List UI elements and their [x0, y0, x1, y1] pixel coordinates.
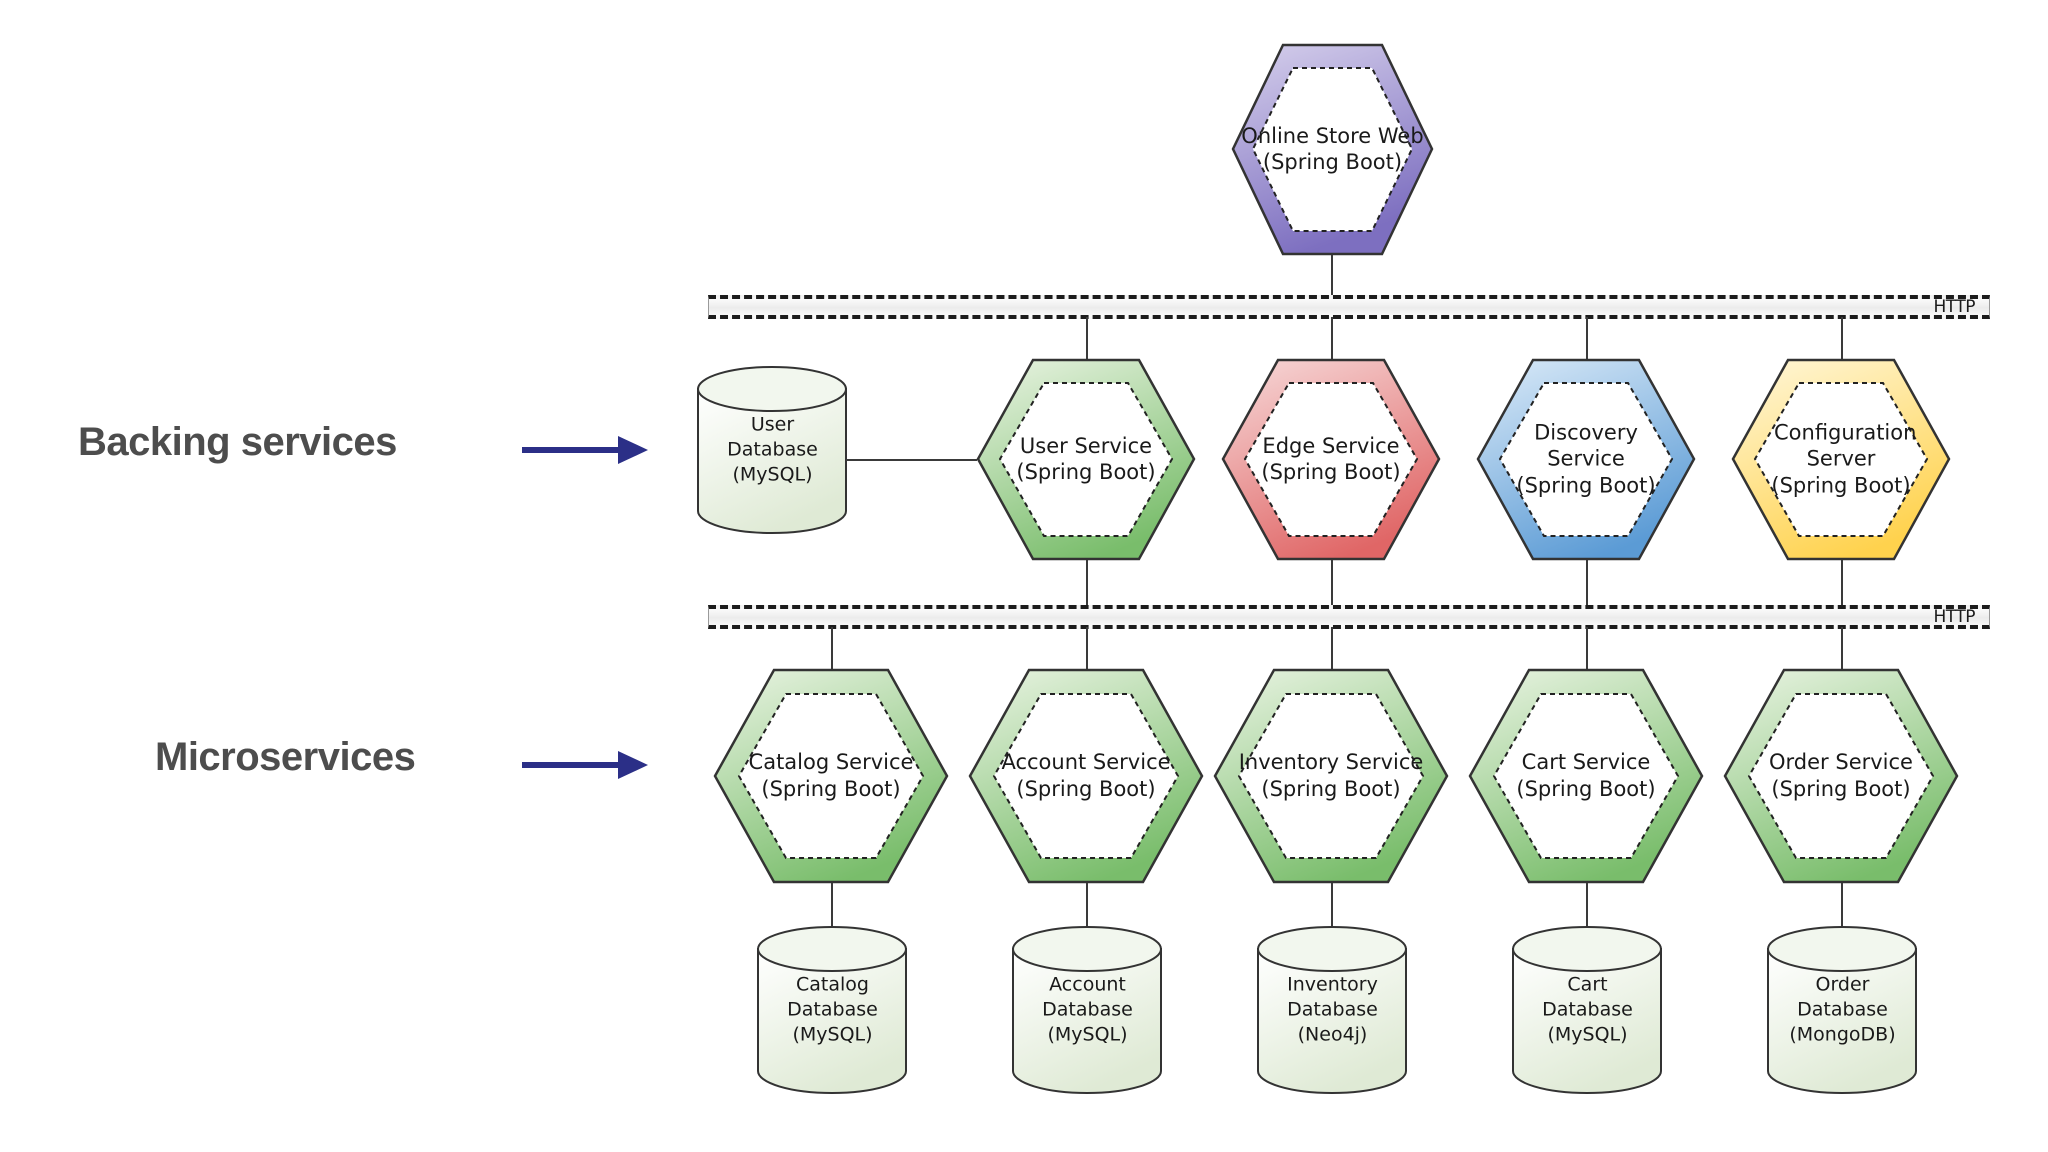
node-account-service[interactable]: Account Service (Spring Boot) — [967, 667, 1205, 885]
connector-bus1-to-user-service — [1086, 317, 1088, 359]
node-catalog-service[interactable]: Catalog Service (Spring Boot) — [712, 667, 950, 885]
connector-user-db-to-user-service — [846, 459, 977, 461]
connector-bus2-to-inventory-service — [1331, 627, 1333, 669]
lane-label-backing-services: Backing services — [78, 420, 397, 464]
node-inventory-service[interactable]: Inventory Service (Spring Boot) — [1212, 667, 1450, 885]
node-account-database[interactable]: Account Database (MySQL) — [1010, 925, 1165, 1095]
connector-order-service-to-db — [1841, 883, 1843, 930]
connector-catalog-service-to-db — [831, 883, 833, 930]
hexagon-shape — [1213, 668, 1449, 884]
http-bus-label: HTTP — [1933, 297, 1975, 317]
hexagon-shape — [1468, 668, 1704, 884]
http-bus-bottom: HTTP — [708, 605, 1990, 629]
hexagon-shape — [713, 668, 949, 884]
connector-discovery-service-to-bus2 — [1586, 560, 1588, 612]
node-cart-service[interactable]: Cart Service (Spring Boot) — [1467, 667, 1705, 885]
node-configuration-server[interactable]: Configuration Server (Spring Boot) — [1730, 357, 1952, 562]
hexagon-shape — [968, 668, 1204, 884]
connector-user-service-to-bus2 — [1086, 560, 1088, 612]
lane-label-microservices: Microservices — [155, 735, 416, 779]
node-order-service[interactable]: Order Service (Spring Boot) — [1722, 667, 1960, 885]
cylinder-shape — [1767, 926, 1917, 1094]
hexagon-shape — [976, 358, 1196, 561]
cylinder-shape — [1257, 926, 1407, 1094]
lane-arrow-microservices — [522, 751, 648, 779]
node-edge-service[interactable]: Edge Service (Spring Boot) — [1220, 357, 1442, 562]
node-user-service[interactable]: User Service (Spring Boot) — [975, 357, 1197, 562]
connector-bus2-to-catalog-service — [831, 627, 833, 669]
connector-edge-service-to-bus2 — [1331, 560, 1333, 612]
hexagon-shape — [1476, 358, 1696, 561]
hexagon-shape — [1221, 358, 1441, 561]
connector-configuration-server-to-bus2 — [1841, 560, 1843, 612]
cylinder-shape — [1012, 926, 1162, 1094]
connector-bus2-to-cart-service — [1586, 627, 1588, 669]
hexagon-shape — [1231, 43, 1434, 256]
connector-bus1-to-configuration-server — [1841, 317, 1843, 359]
hexagon-shape — [1731, 358, 1951, 561]
node-catalog-database[interactable]: Catalog Database (MySQL) — [755, 925, 910, 1095]
node-user-database[interactable]: User Database (MySQL) — [695, 365, 850, 535]
hexagon-shape — [1723, 668, 1959, 884]
connector-bus2-to-account-service — [1086, 627, 1088, 669]
cylinder-shape — [1512, 926, 1662, 1094]
cylinder-shape — [757, 926, 907, 1094]
connector-account-service-to-db — [1086, 883, 1088, 930]
connector-cart-service-to-db — [1586, 883, 1588, 930]
node-order-database[interactable]: Order Database (MongoDB) — [1765, 925, 1920, 1095]
connector-inventory-service-to-db — [1331, 883, 1333, 930]
http-bus-top: HTTP — [708, 295, 1990, 319]
node-online-store-web[interactable]: Online Store Web (Spring Boot) — [1230, 42, 1435, 257]
connector-bus1-to-discovery-service — [1586, 317, 1588, 359]
http-bus-label: HTTP — [1933, 607, 1975, 627]
connector-client-to-http-bus-1 — [1331, 255, 1333, 307]
node-cart-database[interactable]: Cart Database (MySQL) — [1510, 925, 1665, 1095]
cylinder-shape — [697, 366, 847, 534]
lane-arrow-backing-services — [522, 436, 648, 464]
node-discovery-service[interactable]: Discovery Service (Spring Boot) — [1475, 357, 1697, 562]
connector-bus1-to-edge-service — [1331, 317, 1333, 359]
connector-bus2-to-order-service — [1841, 627, 1843, 669]
node-inventory-database[interactable]: Inventory Database (Neo4j) — [1255, 925, 1410, 1095]
